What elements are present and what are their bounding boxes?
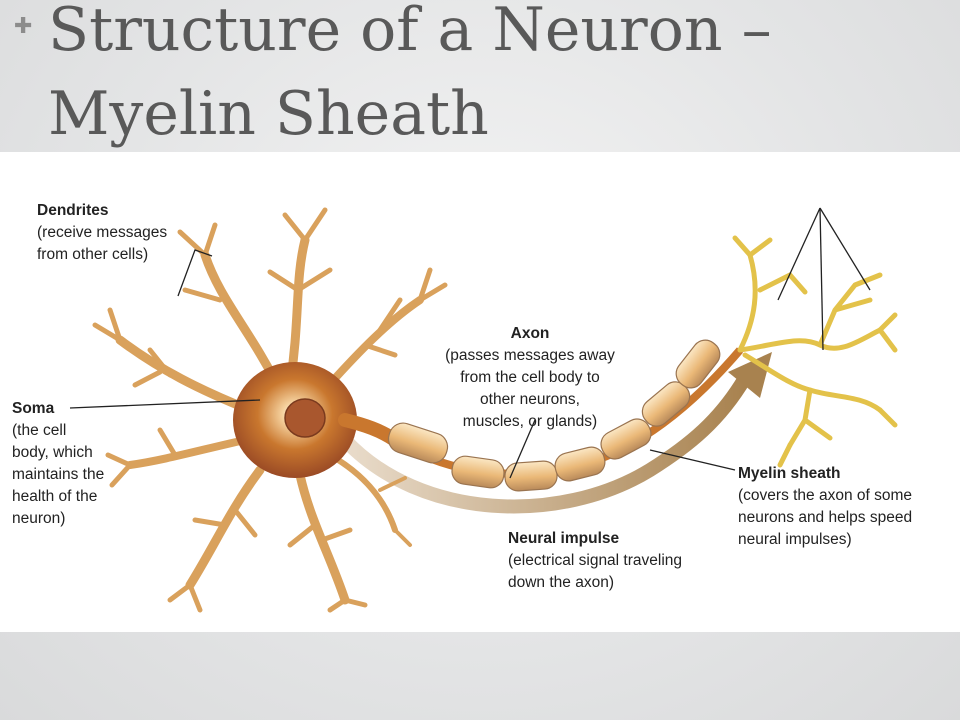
diagram-panel bbox=[0, 152, 960, 632]
label-axon-heading: Axon bbox=[510, 325, 550, 342]
label-soma: Soma (the cell body, which maintains the… bbox=[12, 398, 104, 530]
label-soma-desc-4: health of the bbox=[12, 488, 98, 505]
label-myelin-heading: Myelin sheath bbox=[738, 465, 841, 482]
leader-lines bbox=[69, 207, 871, 479]
label-dendrites-desc-1: (receive messages bbox=[37, 224, 168, 241]
label-axon: Axon (passes messages away from the cell… bbox=[425, 323, 635, 433]
label-myelin-desc-3: neural impulses) bbox=[738, 531, 852, 548]
label-neural-impulse: Neural impulse (electrical signal travel… bbox=[508, 528, 682, 594]
label-myelin-desc-2: neurons and helps speed bbox=[738, 509, 913, 526]
label-axon-desc-4: muscles, or glands) bbox=[462, 413, 598, 430]
label-soma-heading: Soma bbox=[12, 400, 55, 417]
label-myelin-sheath: Myelin sheath (covers the axon of some n… bbox=[738, 463, 912, 551]
label-myelin-desc-1: (covers the axon of some bbox=[738, 487, 913, 504]
myelin-sheath bbox=[387, 339, 721, 492]
label-axon-desc-1: (passes messages away bbox=[445, 347, 615, 364]
label-impulse-desc-2: down the axon) bbox=[508, 574, 614, 591]
soma bbox=[233, 362, 357, 478]
label-soma-desc-5: neuron) bbox=[12, 510, 66, 527]
slide-title-line-1: Structure of a Neuron – bbox=[48, 0, 772, 65]
axon-terminals bbox=[732, 235, 898, 468]
label-soma-desc-2: body, which bbox=[12, 444, 93, 461]
label-dendrites-desc-2: from other cells) bbox=[37, 246, 149, 263]
label-axon-desc-3: other neurons, bbox=[480, 391, 580, 408]
dendrites bbox=[92, 207, 448, 613]
label-axon-desc-2: from the cell body to bbox=[460, 369, 600, 386]
label-dendrites-heading: Dendrites bbox=[37, 202, 109, 219]
label-impulse-desc-1: (electrical signal traveling bbox=[508, 552, 683, 569]
slide-title-line-2: Myelin Sheath bbox=[48, 79, 489, 149]
label-impulse-heading: Neural impulse bbox=[508, 530, 620, 547]
label-soma-desc-3: maintains the bbox=[12, 466, 105, 483]
label-soma-desc-1: (the cell bbox=[12, 422, 67, 439]
plus-icon: ✚ bbox=[14, 14, 33, 39]
label-dendrites: Dendrites (receive messages from other c… bbox=[37, 200, 167, 266]
